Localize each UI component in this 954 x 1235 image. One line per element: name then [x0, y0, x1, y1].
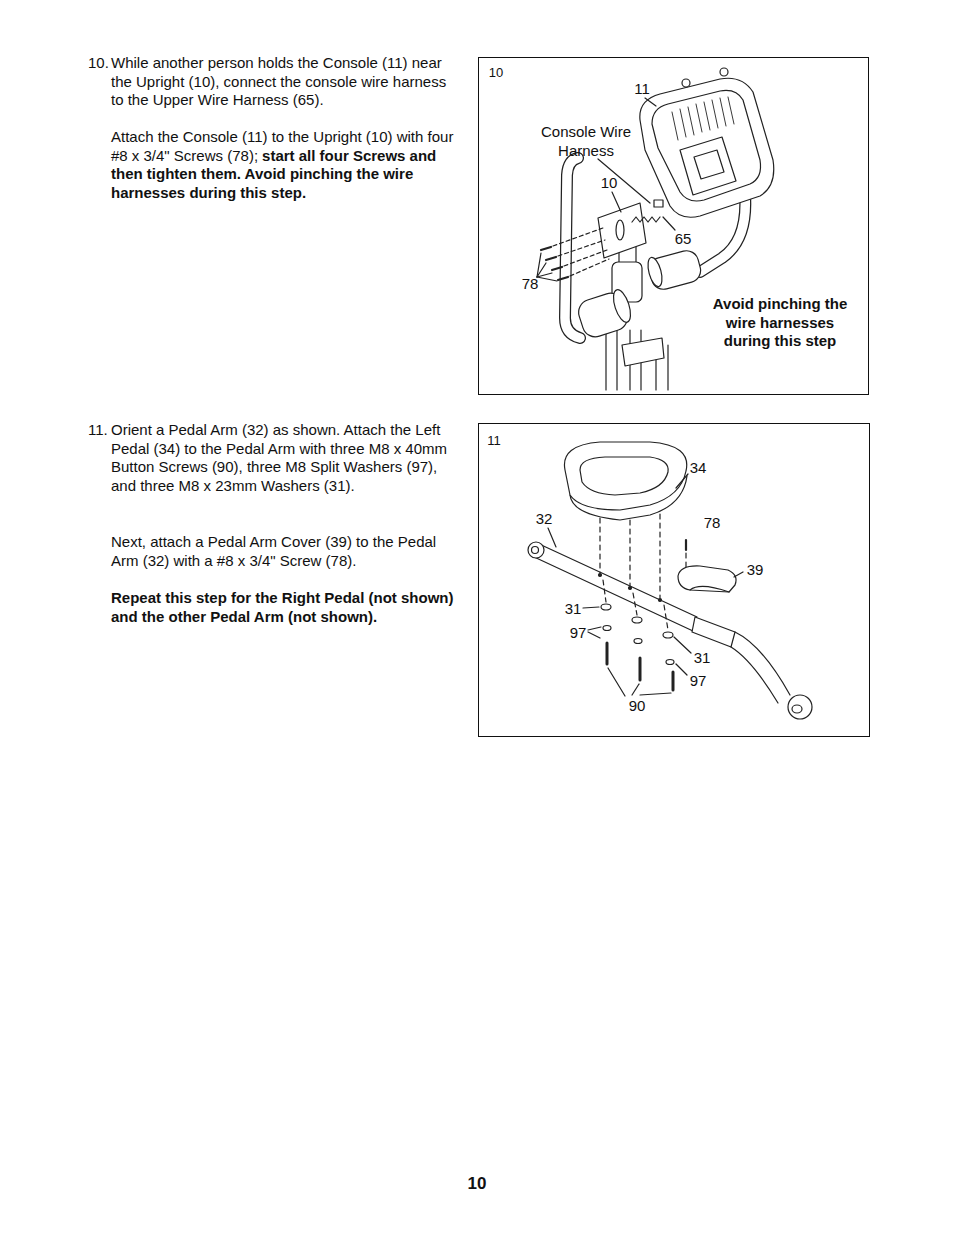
instruction-text: While another person holds the Console (…	[111, 54, 446, 108]
callout-number: 31	[694, 649, 711, 668]
text-block: Repeat this step for the Right Pedal (no…	[111, 589, 456, 626]
callout-number: 11	[634, 80, 650, 99]
callout-number: 32	[536, 510, 553, 529]
callout-number: 78	[704, 514, 721, 533]
text-block: While another person holds the Console (…	[111, 54, 456, 110]
caution-note: Avoid pinching the wire harnesses during…	[702, 295, 858, 351]
figure-frame: 10 11Console Wire Harness 10 65 78Avoid pinc…	[478, 57, 869, 395]
figure-number: 10	[489, 64, 503, 83]
instruction-text: Orient a Pedal Arm (32) as shown. Attach…	[111, 421, 447, 494]
callout-number: 90	[629, 697, 646, 716]
callout-number: 97	[690, 672, 707, 691]
callout-number: 34	[690, 459, 707, 478]
step-number: 11.	[88, 421, 108, 438]
callout-number: 10	[601, 174, 618, 193]
callout-number: 97	[570, 624, 587, 643]
text-block: Next, attach a Pedal Arm Cover (39) to t…	[111, 533, 456, 570]
callout-number: 78	[522, 275, 539, 294]
text-block: Attach the Console (11) to the Upright (…	[111, 128, 456, 202]
text-block: Orient a Pedal Arm (32) as shown. Attach…	[111, 421, 456, 495]
instruction-text: Next, attach a Pedal Arm Cover (39) to t…	[111, 533, 436, 569]
callout-number: 31	[565, 600, 582, 619]
text-block: 10	[440, 1175, 514, 1194]
instruction-note: Repeat this step for the Right Pedal (no…	[111, 589, 454, 625]
page-number: 10	[468, 1174, 487, 1193]
part-label: Console Wire Harness	[534, 123, 638, 160]
callout-number: 39	[747, 561, 764, 580]
figure-frame: 11 34 32 78 39 31 97 31 97 90	[478, 423, 870, 737]
figure-number: 11	[487, 432, 501, 451]
step-number: 10.	[88, 54, 109, 71]
callout-number: 65	[675, 230, 692, 249]
